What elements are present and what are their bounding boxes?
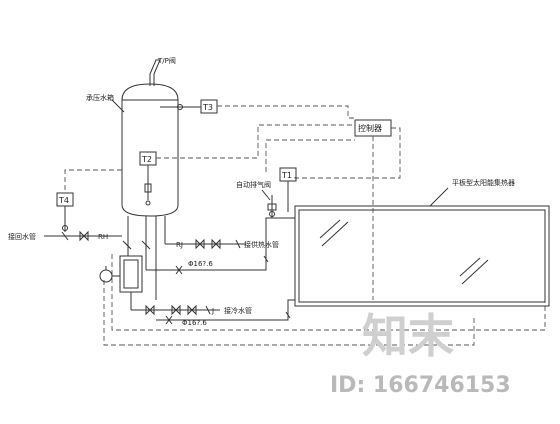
signal-wiring <box>64 105 546 346</box>
watermark-logo: 知末 <box>362 309 454 363</box>
collector-leader <box>429 187 449 207</box>
sensor-t2-label: T2 <box>141 155 152 164</box>
rh-label: RH <box>98 233 108 241</box>
tp-valve <box>149 59 161 86</box>
return-pipe-label: 接回水管 <box>8 232 36 241</box>
tank-bottom-pipes <box>122 216 230 300</box>
pipe-size-1: Φ16?.6 <box>188 260 213 268</box>
tank-label: 承压水箱 <box>86 93 114 102</box>
pressure-tank <box>121 83 179 217</box>
collector-loop <box>146 217 295 325</box>
pipe-size-2: Φ16?.6 <box>182 319 207 327</box>
sensor-t2 <box>139 151 157 206</box>
pump-group <box>99 255 143 310</box>
j-label: J <box>211 307 214 315</box>
rj-label: RJ <box>176 241 183 249</box>
watermark-id: ID: 166746153 <box>330 373 511 398</box>
sensor-t3 <box>160 99 218 114</box>
controller-label: 控制器 <box>358 123 382 133</box>
auto-vent-leader <box>261 189 271 201</box>
return-line <box>44 230 122 242</box>
tp-valve-label: T/P阀 <box>157 56 176 65</box>
sensor-t4 <box>56 192 74 232</box>
collector-label: 平板型太阳能集热器 <box>452 178 515 187</box>
hot-supply-label: 接供热水管 <box>244 240 279 249</box>
cold-supply-line <box>131 304 220 316</box>
solar-collector <box>294 205 550 307</box>
sensor-t1 <box>279 167 297 212</box>
auto-vent-label: 自动排气阀 <box>236 180 271 189</box>
tank-label-leader <box>111 99 125 113</box>
sensor-t1-label: T1 <box>281 171 292 180</box>
hot-supply-line <box>186 238 246 250</box>
auto-vent-valve <box>267 195 277 218</box>
cold-supply-label: 接冷水管 <box>224 306 252 315</box>
sensor-t4-label: T4 <box>58 196 69 205</box>
sensor-t3-label: T3 <box>202 103 213 112</box>
